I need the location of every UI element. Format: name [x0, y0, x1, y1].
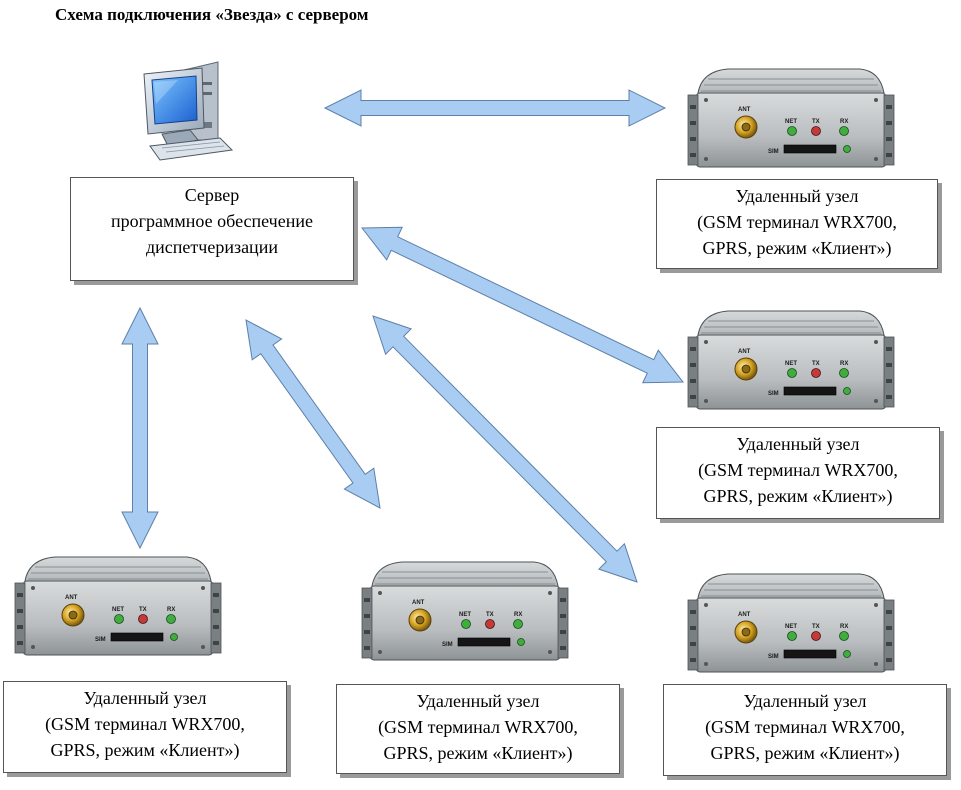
net-label: NET — [459, 612, 471, 618]
sim-label: SIM — [768, 654, 779, 660]
tx-label: TX — [812, 624, 820, 630]
sim-label: SIM — [442, 642, 453, 648]
device-top-right: ANT NET TX RX SIM — [687, 68, 895, 168]
device-bottom-right: ANT NET TX RX SIM — [687, 573, 895, 673]
computer-icon — [143, 61, 234, 161]
net-label: NET — [112, 607, 124, 613]
ant-label: ANT — [738, 107, 751, 113]
diagram-title: Схема подключения «Звезда» с сервером — [55, 5, 369, 24]
device-mid-right: ANT NET TX RX SIM — [687, 310, 895, 410]
node-desc-2: GPRS, режим «Клиент») — [702, 238, 892, 258]
rx-label: RX — [167, 607, 175, 613]
rx-label: RX — [514, 612, 522, 618]
device-bottom-center: ANT NET TX RX SIM — [361, 561, 569, 661]
ant-label: ANT — [412, 600, 425, 606]
rx-label: RX — [840, 361, 848, 367]
node-box-bottom-left: Удаленный узел (GSM терминал WRX700, GPR… — [3, 681, 287, 773]
arrow-server-to-bottom-left — [121, 306, 159, 550]
node-box-bottom-center: Удаленный узел (GSM терминал WRX700, GPR… — [336, 684, 620, 774]
node-desc-2: GPRS, режим «Клиент») — [383, 743, 573, 763]
node-title: Удаленный узел — [736, 434, 860, 454]
node-title: Удаленный узел — [743, 691, 867, 711]
node-title: Удаленный узел — [83, 688, 207, 708]
arrow-server-to-mid-right — [360, 226, 685, 384]
node-desc-1: (GSM терминал WRX700, — [698, 460, 898, 480]
node-box-mid-right: Удаленный узел (GSM терминал WRX700, GPR… — [656, 427, 940, 519]
ant-label: ANT — [65, 595, 78, 601]
ant-label: ANT — [738, 349, 751, 355]
node-box-bottom-right: Удаленный узел (GSM терминал WRX700, GPR… — [663, 684, 947, 776]
rx-label: RX — [840, 119, 848, 125]
arrows-layer — [121, 89, 685, 583]
node-box-top-right: Удаленный узел (GSM терминал WRX700, GPR… — [656, 179, 938, 269]
sim-label: SIM — [768, 391, 779, 397]
server-box: Сервер программное обеспечение диспетчер… — [70, 177, 354, 281]
net-label: NET — [785, 361, 797, 367]
tx-label: TX — [812, 361, 820, 367]
tx-label: TX — [812, 119, 820, 125]
sim-label: SIM — [768, 149, 779, 155]
device-bottom-left: ANT NET TX RX SIM — [14, 556, 222, 656]
server-subtitle-2: диспетчеризации — [146, 237, 278, 257]
tx-label: TX — [139, 607, 147, 613]
tx-label: TX — [486, 612, 494, 618]
node-desc-1: (GSM терминал WRX700, — [697, 212, 897, 232]
server-subtitle: программное обеспечение — [111, 211, 313, 231]
node-desc-1: (GSM терминал WRX700, — [378, 717, 578, 737]
rx-label: RX — [840, 624, 848, 630]
ant-label: ANT — [738, 612, 751, 618]
node-title: Удаленный узел — [735, 186, 859, 206]
arrow-server-to-bottom-right — [372, 315, 638, 583]
sim-label: SIM — [95, 637, 106, 643]
arrow-server-to-bottom-center — [245, 319, 381, 509]
node-desc-2: GPRS, режим «Клиент») — [50, 740, 240, 760]
node-desc-1: (GSM терминал WRX700, — [705, 717, 905, 737]
node-desc-2: GPRS, режим «Клиент») — [710, 743, 900, 763]
node-desc-2: GPRS, режим «Клиент») — [703, 486, 893, 506]
server-title: Сервер — [184, 185, 240, 205]
net-label: NET — [785, 624, 797, 630]
node-desc-1: (GSM терминал WRX700, — [45, 714, 245, 734]
node-title: Удаленный узел — [416, 691, 540, 711]
net-label: NET — [785, 119, 797, 125]
arrow-server-to-top-right — [323, 89, 667, 127]
